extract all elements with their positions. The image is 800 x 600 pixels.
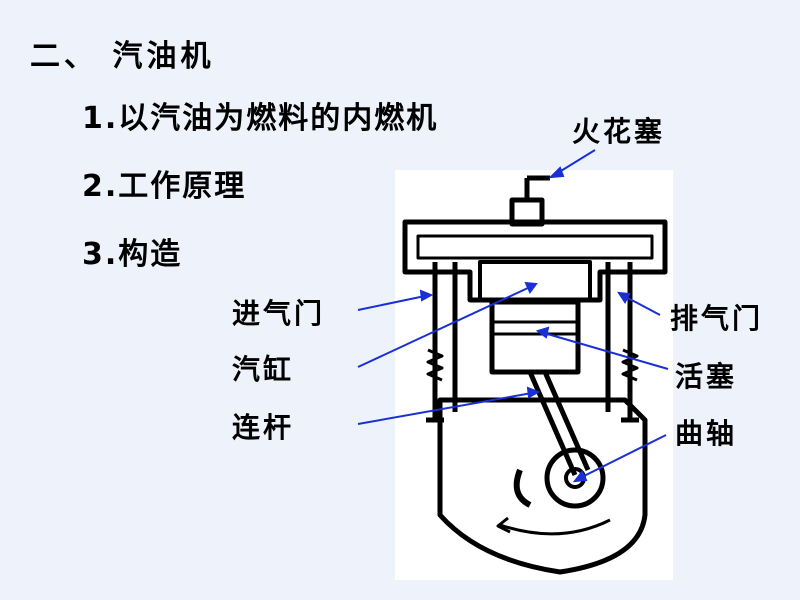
- arrowhead-connecting-rod: [526, 386, 541, 399]
- crankshaft-wheel: [544, 447, 606, 509]
- crankcase: [437, 397, 648, 575]
- item-fuel: 1.以汽油为燃料的内燃机: [82, 101, 439, 136]
- piston-body: [489, 299, 581, 375]
- arrowhead-exhaust-valve: [616, 291, 631, 304]
- slide-heading: 二、 汽油机: [30, 39, 215, 74]
- exhaust-valve: [621, 262, 639, 423]
- label-intake-valve: 进气门: [232, 297, 326, 330]
- label-piston: 活塞: [675, 360, 738, 393]
- label-exhaust-valve: 排气门: [670, 302, 764, 335]
- arrow-connecting-rod: [357, 392, 533, 425]
- exhaust-spring: [621, 348, 639, 382]
- label-arrows: [357, 149, 669, 483]
- arrow-piston: [543, 332, 669, 370]
- arrow-cylinder: [357, 286, 531, 368]
- arrow-exhaust-valve: [623, 295, 661, 316]
- connecting-rod: [527, 370, 591, 477]
- arrowhead-crankshaft: [572, 470, 588, 483]
- arrow-spark-plug: [555, 149, 596, 175]
- arrowhead-spark-plug: [548, 166, 565, 179]
- arrow-intake-valve: [357, 295, 426, 311]
- item-structure: 3.构造: [82, 237, 183, 272]
- label-crankshaft: 曲轴: [675, 417, 738, 450]
- arrow-crankshaft: [579, 434, 667, 479]
- arrowhead-intake-valve: [419, 289, 434, 302]
- label-connecting-rod: 连杆: [232, 411, 295, 444]
- label-cylinder: 汽缸: [232, 353, 295, 386]
- arrowhead-cylinder: [524, 281, 538, 294]
- rotation-arrow-head: [496, 516, 511, 534]
- crank-counterweight: [513, 468, 532, 508]
- cylinder-head: [402, 219, 668, 303]
- rotation-arrow: [499, 518, 611, 536]
- intake-spring: [426, 348, 444, 382]
- head-inner-channel: [416, 234, 654, 260]
- arrowhead-piston: [535, 326, 550, 339]
- label-spark-plug: 火花塞: [572, 115, 666, 148]
- item-principle: 2.工作原理: [82, 169, 247, 204]
